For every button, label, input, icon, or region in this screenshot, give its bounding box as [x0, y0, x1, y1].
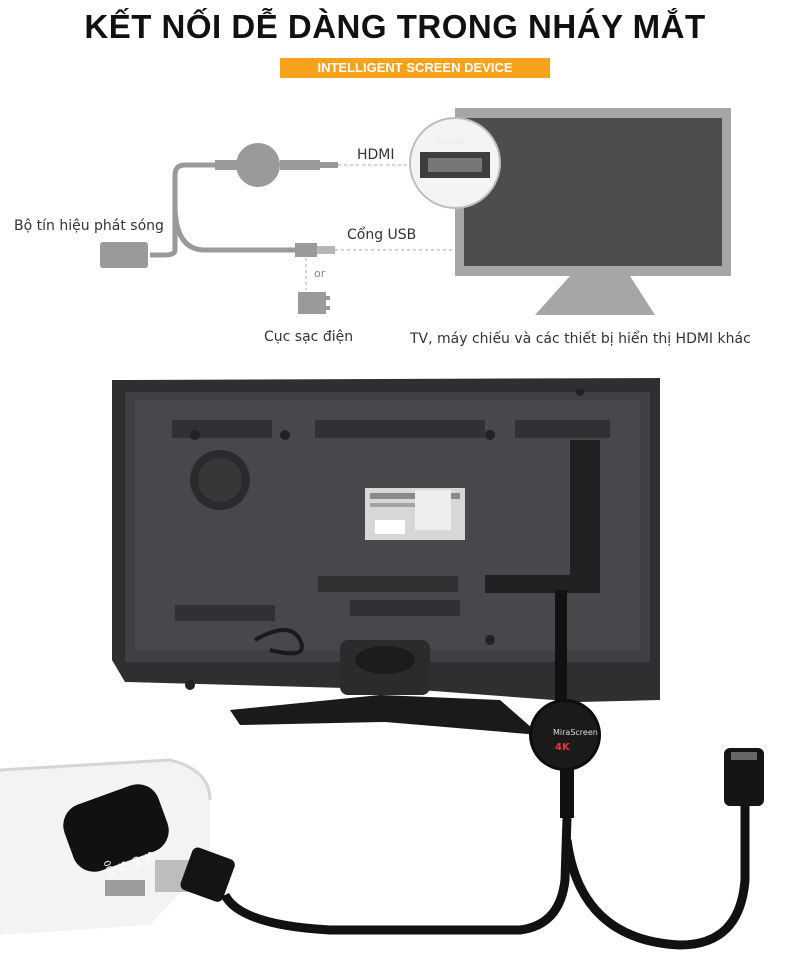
subtitle-banner: INTELLIGENT SCREEN DEVICE — [280, 58, 550, 78]
battery-display — [63, 784, 169, 872]
battery-level-75: 75 — [118, 859, 132, 874]
connection-diagram — [100, 108, 731, 315]
dongle-brand: MiraScreen — [553, 728, 598, 737]
charger-label: Cục sạc điện — [264, 329, 354, 345]
source-label: Bộ tín hiệu phát sóng — [14, 218, 164, 234]
or-label: or — [314, 267, 326, 280]
battery-level-25: 25 — [144, 849, 158, 864]
dongle-badge: 4K — [555, 742, 570, 753]
battery-level-50: 50 — [131, 854, 145, 869]
usb-plug-icon — [295, 243, 317, 257]
usb-female-icon — [100, 242, 148, 268]
display-label: TV, máy chiếu và các thiết bị hiển thị H… — [410, 331, 751, 347]
monitor-stand-icon — [535, 276, 655, 315]
usb-female-connector — [724, 748, 764, 806]
page-title: KẾT NỐI DỄ DÀNG TRONG NHÁY MẮT — [84, 8, 706, 45]
dongle-icon — [236, 143, 280, 187]
usb-label: Cổng USB — [347, 227, 417, 243]
hdmi-label: HDMI — [357, 147, 395, 163]
hdmi-port-label: HDMI — [437, 138, 465, 148]
tv-stand-base — [230, 695, 540, 735]
ports-panel — [570, 440, 600, 590]
